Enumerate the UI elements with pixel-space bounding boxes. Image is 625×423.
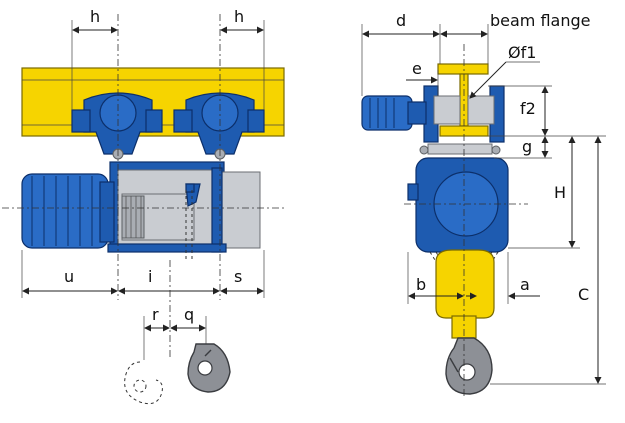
hoist-body-end <box>407 157 509 253</box>
hook-alt-position <box>124 361 163 405</box>
hoist-motor <box>21 173 115 249</box>
dim-label-g: g <box>522 137 532 156</box>
dim-label-h-left: h <box>90 7 100 26</box>
dim-label-e: e <box>412 59 422 78</box>
dim-label-q: q <box>184 305 194 324</box>
dim-label-C: C <box>578 285 589 304</box>
dim-label-h-right: h <box>234 7 244 26</box>
trolley-motor <box>361 95 427 131</box>
trolley-left <box>71 92 163 160</box>
dim-label-f2: f2 <box>520 99 536 118</box>
dim-label-r: r <box>152 305 159 324</box>
trolley-right <box>173 92 265 160</box>
gearbox-cover <box>215 171 261 249</box>
end-view: d beam flange e Øf1 f2 g H C <box>361 11 606 398</box>
dim-label-beam-flange: beam flange <box>490 11 591 30</box>
dim-label-H: H <box>554 183 566 202</box>
side-view: h h u i s r q <box>2 7 285 405</box>
hook-block <box>187 343 231 393</box>
dim-label-f1: Øf1 <box>508 43 536 62</box>
hook-end <box>445 337 493 395</box>
dim-label-d: d <box>396 11 406 30</box>
dim-label-u: u <box>64 267 74 286</box>
bottom-block <box>435 249 495 339</box>
dim-label-b: b <box>416 275 426 294</box>
dim-label-a: a <box>520 275 530 294</box>
dim-label-s: s <box>234 267 242 286</box>
rope-drum <box>121 193 195 241</box>
dim-label-i: i <box>148 267 152 286</box>
